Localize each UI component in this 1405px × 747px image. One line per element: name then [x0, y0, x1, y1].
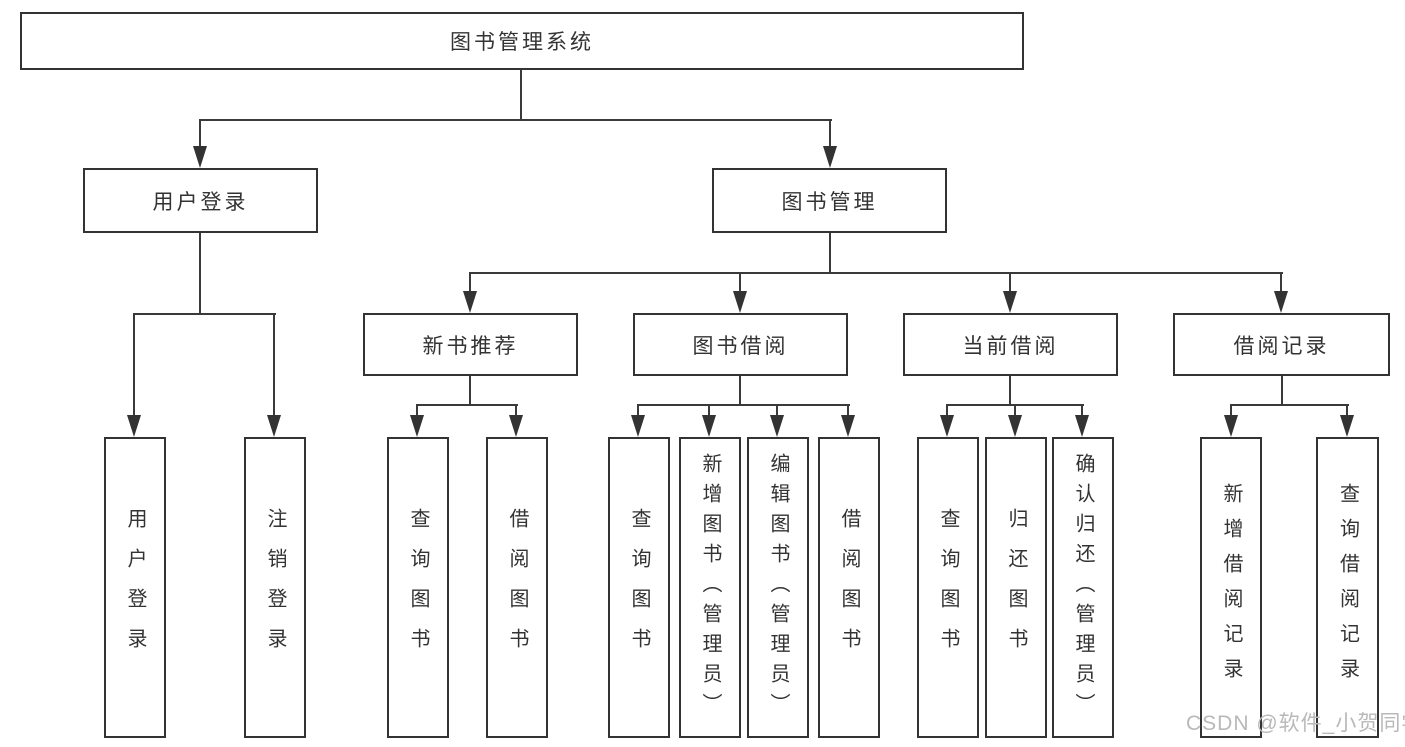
connector-user-login-branch [133, 313, 276, 315]
connector-drop-new-book [469, 272, 471, 293]
arrowhead-nb-query [410, 415, 424, 437]
connector-drop-bb-borrow [847, 404, 849, 417]
arrowhead-leaf-logout [267, 415, 281, 437]
arrowhead-book-borrow [733, 291, 747, 313]
connector-drop-br-add [1230, 404, 1232, 417]
connector-root-branch [199, 119, 832, 121]
connector-drop-book-borrow [739, 272, 741, 293]
node-book-management: 图书管理 [712, 168, 947, 233]
connector-book-management-branch [469, 272, 1283, 274]
connector-drop-br-query [1346, 404, 1348, 417]
leaf-query-books-recommend: 查询图书 [387, 437, 449, 738]
connector-root-stem [520, 69, 522, 121]
leaf-add-borrow-record: 新增借阅记录 [1200, 437, 1262, 738]
leaf-user-login: 用户登录 [104, 437, 166, 738]
node-borrow-records: 借阅记录 [1173, 313, 1390, 376]
arrowhead-bb-borrow [841, 415, 855, 437]
leaf-confirm-return-admin: 确认归还（管理员） [1052, 437, 1114, 738]
node-user-login: 用户登录 [83, 168, 318, 233]
arrowhead-cb-return [1008, 415, 1022, 437]
node-root: 图书管理系统 [20, 12, 1024, 70]
connector-drop-leaf-user-login [133, 313, 135, 417]
arrowhead-user-login [193, 146, 207, 168]
arrowhead-bb-add [702, 415, 716, 437]
connector-book-borrow-branch [637, 404, 850, 406]
arrowhead-br-query [1340, 415, 1354, 437]
arrowhead-current-borrow [1003, 291, 1017, 313]
connector-new-book-branch [416, 404, 518, 406]
leaf-query-books-current: 查询图书 [917, 437, 979, 738]
arrowhead-new-book [463, 291, 477, 313]
connector-drop-leaf-logout [273, 313, 275, 417]
leaf-query-books-borrow: 查询图书 [608, 437, 670, 738]
connector-book-management-stem [829, 233, 831, 274]
leaf-add-book-admin: 新增图书（管理员） [679, 437, 741, 738]
arrowhead-br-add [1224, 415, 1238, 437]
node-new-book-recommend: 新书推荐 [363, 313, 578, 376]
connector-new-book-stem [469, 376, 471, 406]
node-book-borrow: 图书借阅 [633, 313, 848, 376]
connector-drop-nb-borrow [515, 404, 517, 417]
connector-drop-bb-query [637, 404, 639, 417]
arrowhead-borrow-records [1274, 291, 1288, 313]
arrowhead-bb-query [631, 415, 645, 437]
connector-borrow-records-branch [1230, 404, 1349, 406]
connector-drop-user-login [199, 119, 201, 149]
arrowhead-nb-borrow [509, 415, 523, 437]
leaf-borrow-books: 借阅图书 [818, 437, 880, 738]
arrowhead-book-management [823, 146, 837, 168]
connector-drop-borrow-records [1280, 272, 1282, 293]
connector-drop-cb-return [1014, 404, 1016, 417]
leaf-logout: 注销登录 [244, 437, 306, 738]
arrowhead-bb-edit [770, 415, 784, 437]
connector-drop-bb-add [708, 404, 710, 417]
arrowhead-leaf-user-login [127, 415, 141, 437]
arrowhead-cb-confirm [1075, 415, 1089, 437]
connector-book-borrow-stem [739, 376, 741, 406]
watermark: CSDN @软件_小贺同学 [1186, 712, 1405, 735]
connector-user-login-stem [199, 233, 201, 315]
connector-drop-nb-query [416, 404, 418, 417]
leaf-query-borrow-record: 查询借阅记录 [1316, 437, 1379, 738]
connector-drop-current-borrow [1009, 272, 1011, 293]
connector-drop-cb-confirm [1081, 404, 1083, 417]
leaf-edit-book-admin: 编辑图书（管理员） [747, 437, 809, 738]
leaf-return-book: 归还图书 [985, 437, 1047, 738]
connector-drop-cb-query [946, 404, 948, 417]
arrowhead-cb-query [940, 415, 954, 437]
connector-drop-bb-edit [776, 404, 778, 417]
connector-borrow-records-stem [1281, 376, 1283, 406]
connector-drop-book-management [829, 119, 831, 149]
node-current-borrow: 当前借阅 [903, 313, 1118, 376]
leaf-borrow-books-recommend: 借阅图书 [486, 437, 548, 738]
connector-current-borrow-stem [1009, 376, 1011, 406]
